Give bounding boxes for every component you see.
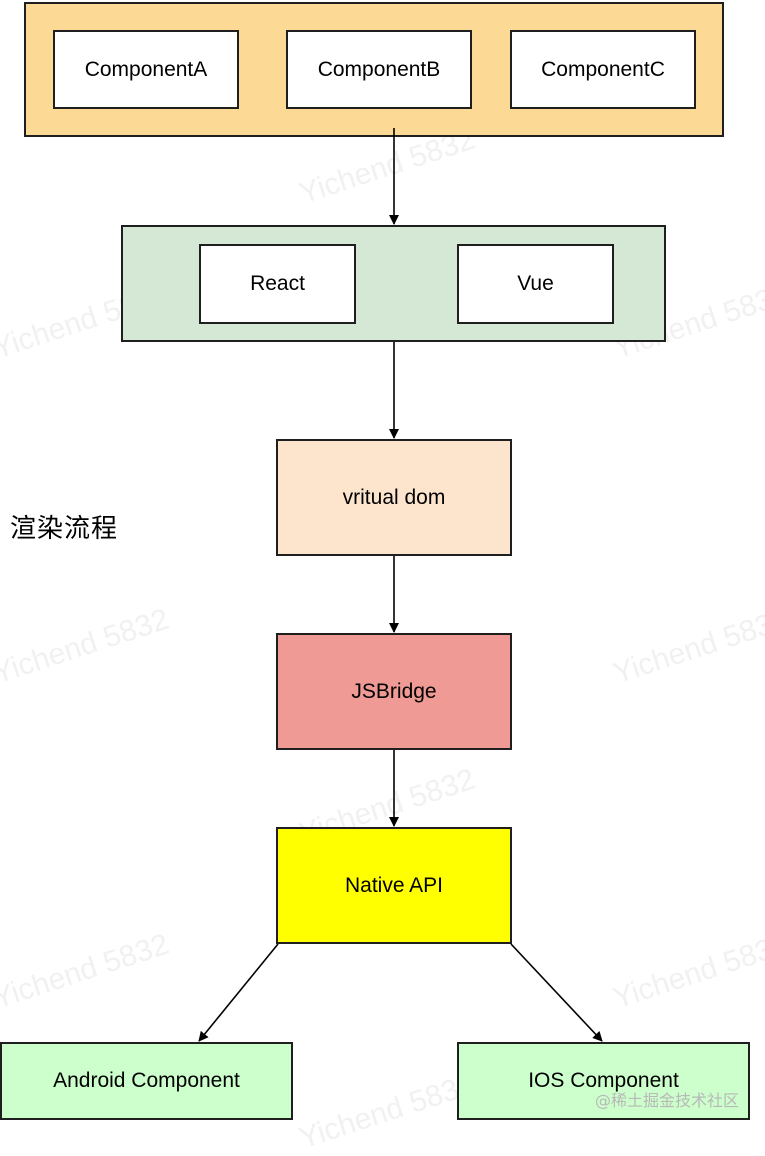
- react-box: React: [199, 244, 356, 324]
- virtual-dom-box: vritual dom: [276, 439, 512, 556]
- native-api-label: Native API: [344, 873, 444, 897]
- component-c-label: ComponentC: [541, 57, 665, 81]
- arrow-native-api-to-android: [198, 943, 279, 1042]
- site-credit: @稀土掘金技术社区: [594, 1091, 739, 1110]
- arrow-native-api-to-ios: [510, 943, 603, 1042]
- component-a-label: ComponentA: [84, 57, 208, 81]
- android-component-label: Android Component: [53, 1069, 240, 1092]
- diagram-title: 渲染流程: [10, 514, 119, 544]
- ios-component-label: IOS Component: [528, 1069, 679, 1092]
- android-component-box: Android Component: [0, 1042, 293, 1120]
- react-label: React: [250, 272, 305, 295]
- component-a-box: ComponentA: [53, 30, 239, 109]
- jsbridge-label: JSBridge: [351, 679, 437, 703]
- vue-box: Vue: [457, 244, 614, 324]
- jsbridge-box: JSBridge: [276, 633, 512, 750]
- vue-label: Vue: [517, 272, 554, 295]
- native-api-box: Native API: [276, 827, 512, 944]
- component-c-box: ComponentC: [510, 30, 696, 109]
- ios-component-box: IOS Component: [457, 1042, 750, 1120]
- flow-arrows: [198, 128, 603, 1042]
- virtual-dom-label: vritual dom: [342, 485, 446, 509]
- component-b-box: ComponentB: [286, 30, 472, 109]
- component-b-label: ComponentB: [317, 57, 441, 81]
